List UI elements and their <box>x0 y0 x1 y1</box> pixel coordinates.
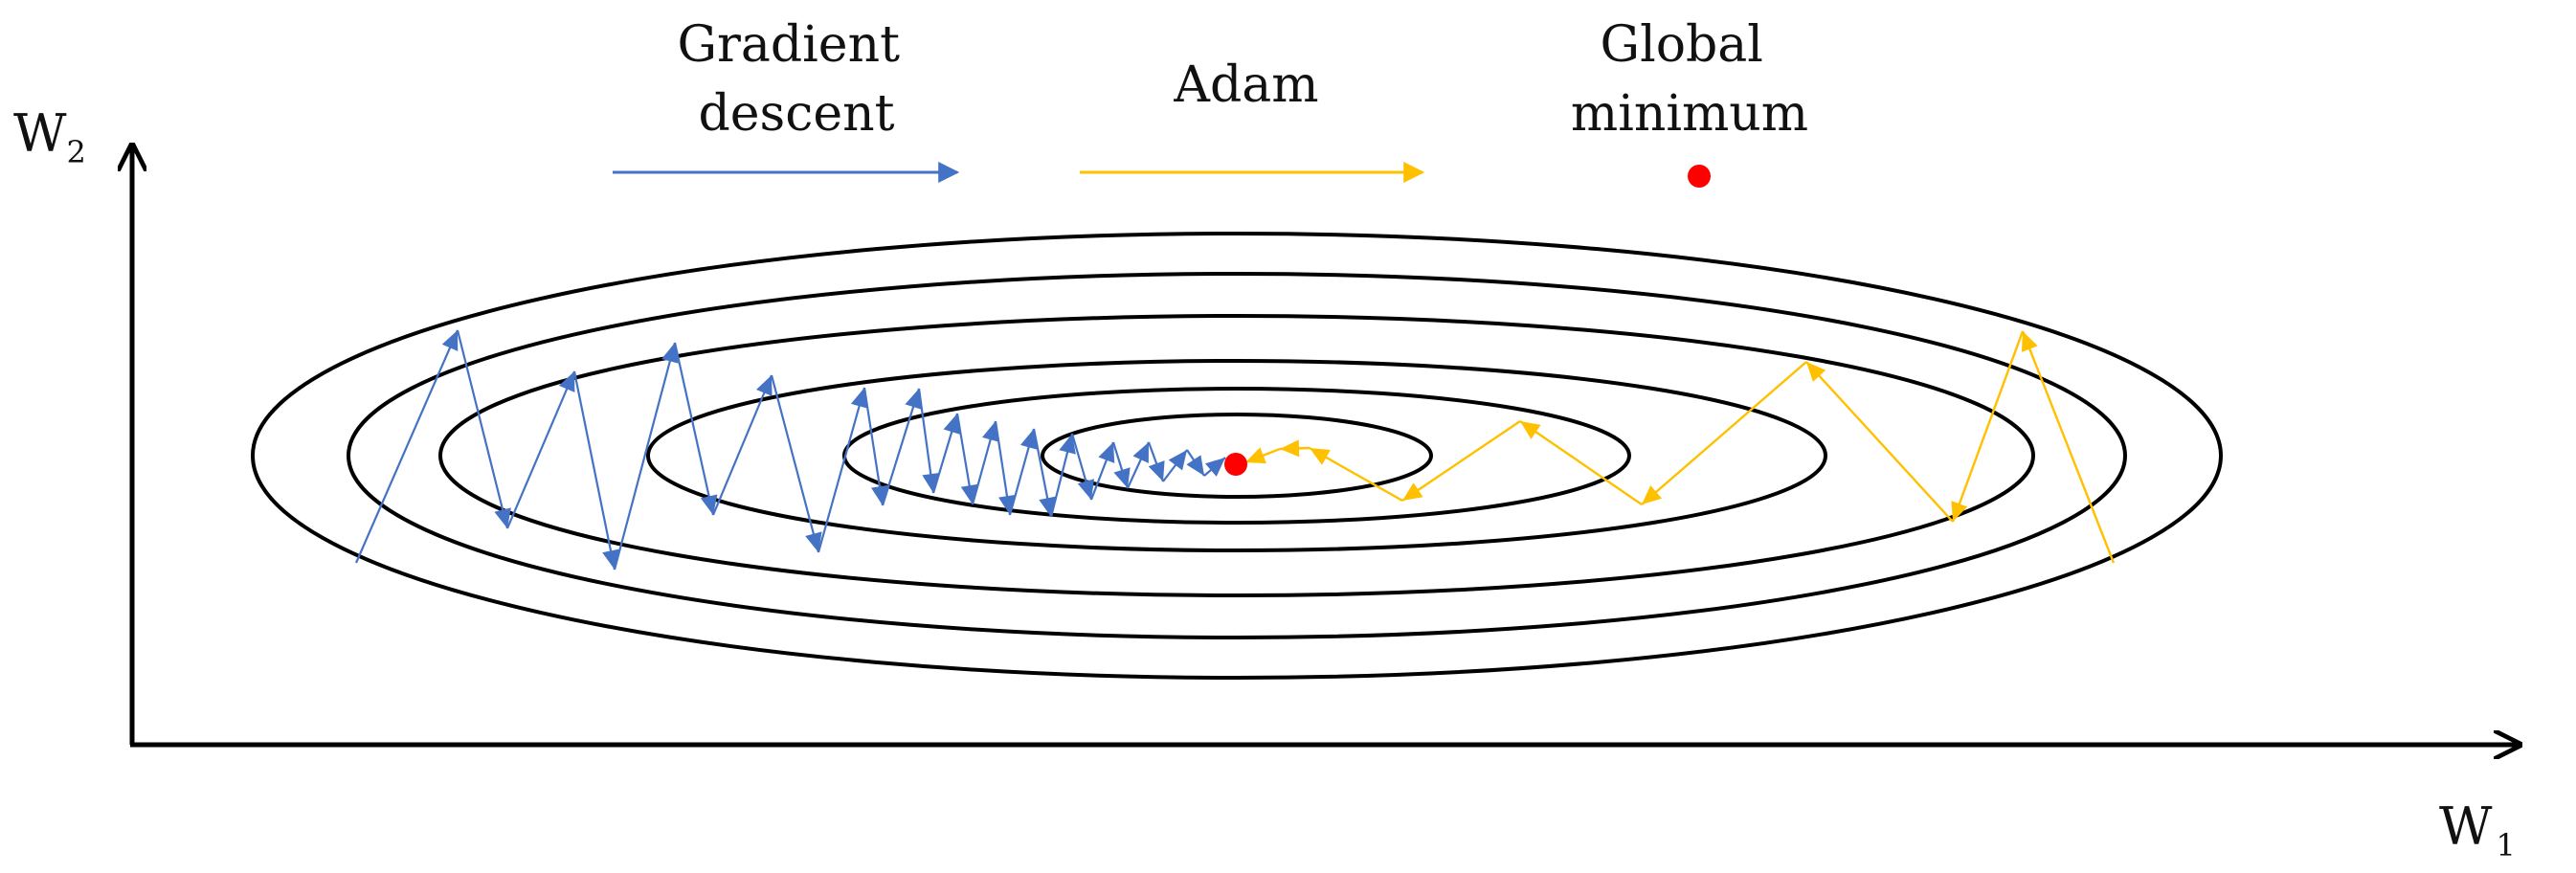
legend-adam-label: Adam <box>1173 56 1318 114</box>
adam-path <box>1244 330 2116 564</box>
gradient-descent-path <box>354 329 1226 571</box>
gradient-descent-segment <box>862 387 885 506</box>
adam-arrowhead <box>1310 448 1331 465</box>
adam-arrowhead <box>2021 331 2038 352</box>
adam-arrowhead <box>1245 447 1266 464</box>
gradient-descent-arrowhead <box>1098 442 1115 463</box>
gradient-descent-arrowhead <box>922 472 940 493</box>
contour-4 <box>646 359 1827 552</box>
contour-2 <box>347 272 2127 639</box>
adam-arrowhead <box>1951 501 1968 522</box>
gradient-descent-segment <box>673 342 715 516</box>
gradient-descent-arrowhead <box>558 371 575 392</box>
contour-1 <box>251 232 2223 680</box>
adam-segment <box>1951 330 2025 523</box>
gradient-descent-arrowhead <box>755 375 773 396</box>
adam-arrowhead <box>1280 439 1300 458</box>
legend: Gradient descent Adam Global minimum <box>613 16 1808 188</box>
adam-arrowhead <box>1520 421 1541 439</box>
gradient-descent-arrowhead <box>494 507 511 528</box>
gradient-descent-arrowhead <box>1059 434 1076 455</box>
adam-segment <box>1401 420 1521 502</box>
gradient-descent-segment <box>505 370 576 529</box>
adam-segment <box>1519 420 1643 505</box>
gradient-descent-arrowhead <box>982 421 999 442</box>
gradient-descent-arrowhead <box>805 531 822 552</box>
gradient-descent-segment <box>456 329 509 529</box>
gradient-descent-segment <box>817 387 866 553</box>
legend-global-minimum-label: Global minimum <box>1571 16 1808 143</box>
contour-lines <box>251 232 2223 680</box>
contour-5 <box>842 387 1631 525</box>
gradient-descent-arrowhead <box>1077 479 1095 500</box>
global-minimum-point <box>1224 453 1247 476</box>
gradient-descent-arrowhead <box>441 330 459 351</box>
gradient-descent-arrowhead <box>850 388 868 409</box>
gradient-descent-arrowhead <box>1113 467 1131 488</box>
contour-6 <box>1041 413 1433 499</box>
gradient-descent-arrowhead <box>661 343 679 364</box>
gradient-descent-segment <box>572 370 616 571</box>
adam-segment <box>1641 361 1807 505</box>
legend-gradient-descent-label: Gradient descent <box>677 16 915 143</box>
gradient-descent-segment <box>354 329 459 564</box>
adam-arrowhead <box>1642 485 1663 504</box>
adam-segment <box>2021 330 2116 564</box>
gradient-descent-arrowhead <box>1204 458 1225 477</box>
contour-3 <box>438 314 2035 597</box>
adam-arrowhead <box>1806 362 1826 382</box>
adam-segment <box>1805 361 1954 523</box>
gradient-descent-arrowhead <box>905 389 922 410</box>
gradient-descent-arrowhead <box>700 494 718 515</box>
gradient-descent-arrowhead <box>1186 455 1204 476</box>
gradient-descent-segment <box>711 374 773 516</box>
gradient-descent-arrowhead <box>1132 442 1149 463</box>
gradient-descent-segment <box>881 388 921 506</box>
gradient-descent-arrowhead <box>1019 429 1038 450</box>
y-axis-label: W2 <box>13 103 86 170</box>
legend-global-minimum-dot <box>1688 165 1711 188</box>
gradient-descent-arrowhead <box>943 414 960 435</box>
gradient-descent-segment <box>770 374 820 553</box>
adam-arrowhead <box>1402 482 1423 501</box>
gradient-descent-arrowhead <box>1148 460 1165 481</box>
gradient-descent-segment <box>613 342 677 571</box>
gradient-descent-arrowhead <box>1168 450 1187 471</box>
